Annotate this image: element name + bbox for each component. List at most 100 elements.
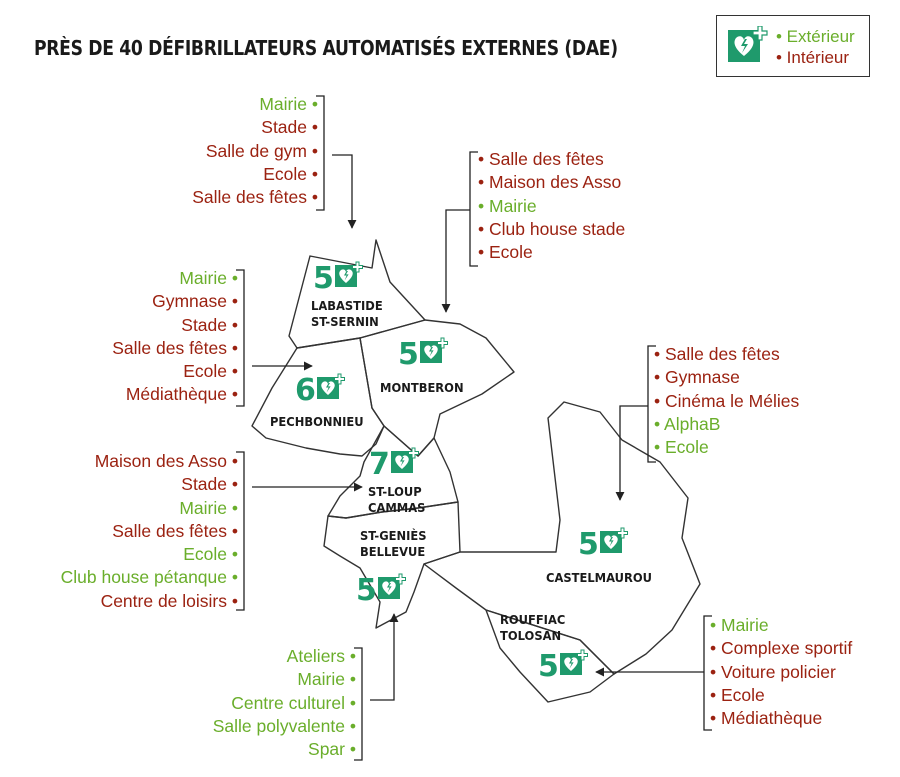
site-item: Maison des Asso • — [94, 451, 238, 471]
site-item: Salle des fêtes • — [192, 187, 318, 208]
site-item: Spar • — [308, 739, 356, 760]
site-item: • Cinéma le Mélies — [654, 390, 800, 411]
site-item: Stade • — [261, 117, 318, 138]
site-item: • Maison des Asso — [478, 172, 622, 193]
bracket-rouffiac — [703, 615, 712, 731]
commune-name-line: CASTELMAUROU — [546, 570, 652, 585]
bracket-pechbonnieu — [236, 269, 245, 407]
site-item: Ecole • — [183, 361, 238, 382]
arrow-montberon — [441, 209, 470, 313]
bracket-montberon — [469, 151, 478, 267]
bracket-stgenies — [354, 647, 363, 761]
legend-text: • Extérieur • Intérieur — [776, 26, 855, 68]
site-item: • Gymnase — [654, 367, 740, 388]
site-item: Salle des fêtes • — [112, 520, 238, 541]
count-rouffiac: 5 — [538, 649, 559, 684]
commune-name-line: MONTBERON — [380, 380, 464, 395]
legend-interieur: • Intérieur — [776, 48, 850, 67]
site-item: • Ecole — [478, 242, 533, 263]
count-pechbonnieu: 6 — [295, 373, 316, 408]
labastide-outline — [288, 239, 426, 349]
commune-name-line: LABASTIDE — [311, 298, 383, 313]
commune-name-line: ST-LOUP — [368, 484, 422, 499]
site-item: Médiathèque • — [125, 384, 238, 405]
site-list-stgenies: Ateliers • Mairie •Centre culturel •Salle… — [213, 645, 356, 761]
site-item: • Médiathèque — [710, 708, 823, 729]
count-stgenies: 5 — [356, 573, 377, 608]
defibrillator-heart-icon — [420, 337, 448, 363]
site-list-rouffiac: • Mairie • Complexe sportif• Voiture poli… — [710, 614, 852, 730]
legend-exterieur: • Extérieur — [776, 27, 855, 46]
site-item: Ecole • — [263, 163, 318, 184]
arrow-labastide — [332, 154, 357, 229]
site-item: • Complexe sportif — [710, 638, 853, 659]
count-montberon: 5 — [398, 337, 419, 372]
site-item: Stade • — [181, 314, 238, 335]
commune-name-line: ST-SERNIN — [311, 314, 379, 329]
site-list-castelmaurou: • Salle des fêtes • Gymnase• Cinéma le Mé… — [654, 343, 799, 459]
rouffiac-outline — [485, 609, 615, 703]
legend-box — [716, 15, 870, 77]
defibrillator-heart-icon — [600, 527, 628, 553]
commune-name-line: CAMMAS — [368, 500, 426, 515]
defibrillator-heart-icon — [391, 447, 419, 473]
stgenies-outline — [323, 501, 461, 629]
commune-name-line: BELLEVUE — [360, 544, 426, 559]
commune-name-line: ROUFFIAC — [500, 612, 566, 627]
site-item: Centre de loisirs • — [100, 590, 238, 611]
count-labastide: 5 — [313, 261, 334, 296]
site-item: Stade • — [181, 474, 238, 495]
site-item: • Mairie — [478, 195, 537, 216]
site-item: Club house pétanque • — [60, 567, 238, 588]
site-item: • Mairie — [710, 615, 769, 635]
defibrillator-heart-icon — [560, 649, 588, 675]
count-stloup: 7 — [369, 447, 390, 482]
defibrillator-heart-icon — [335, 261, 363, 287]
site-item: • Club house stade — [478, 218, 626, 239]
defibrillator-heart-icon — [317, 373, 345, 399]
commune-name-line: ST-GENIÈS — [360, 528, 427, 543]
site-item: Mairie • — [179, 268, 238, 288]
site-item: Salle des fêtes • — [112, 337, 238, 358]
commune-name-montberon: MONTBERON — [380, 380, 464, 396]
arrow-castelmaurou — [615, 405, 648, 501]
site-item: • AlphaB — [654, 413, 721, 434]
site-item: Centre culturel • — [231, 692, 356, 713]
arrow-stgenies — [370, 613, 399, 701]
site-item: Salle de gym • — [205, 140, 318, 161]
defibrillator-heart-icon — [728, 26, 768, 62]
commune-name-pechbonnieu: PECHBONNIEU — [270, 414, 364, 430]
commune-name-line: TOLOSAN — [500, 628, 562, 643]
bracket-stloup — [236, 451, 245, 611]
site-item: Ecole • — [183, 544, 238, 565]
site-item: Salle polyvalente • — [212, 715, 356, 736]
site-list-labastide: Mairie • Stade •Salle de gym •Ecole • Sall… — [192, 93, 318, 209]
commune-name-castelmaurou: CASTELMAUROU — [546, 570, 652, 586]
site-list-pechbonnieu: Mairie • Gymnase •Stade •Salle des fêtes … — [112, 267, 238, 407]
site-item: Mairie • — [179, 497, 238, 518]
site-item: Mairie • — [259, 94, 318, 114]
site-list-stloup: Maison des Asso • Stade •Mairie •Salle de… — [61, 450, 238, 613]
site-item: Mairie • — [297, 669, 356, 690]
site-item: Ateliers • — [286, 646, 356, 666]
site-item: • Salle des fêtes — [478, 149, 604, 169]
site-item: • Ecole — [710, 684, 765, 705]
defibrillator-heart-icon — [378, 573, 406, 599]
site-list-montberon: • Salle des fêtes • Maison des Asso• Mair… — [478, 148, 625, 264]
page-title: PRÈS DE 40 DÉFIBRILLATEURS AUTOMATISÉS E… — [34, 36, 618, 60]
bracket-labastide — [316, 95, 325, 211]
bracket-castelmaurou — [647, 345, 656, 463]
count-castelmaurou: 5 — [578, 527, 599, 562]
site-item: • Salle des fêtes — [654, 344, 780, 364]
commune-name-line: PECHBONNIEU — [270, 414, 364, 429]
site-item: • Ecole — [654, 437, 709, 458]
site-item: Gymnase • — [152, 291, 238, 312]
site-item: • Voiture policier — [710, 661, 836, 682]
pechbonnieu-outline — [251, 337, 385, 457]
